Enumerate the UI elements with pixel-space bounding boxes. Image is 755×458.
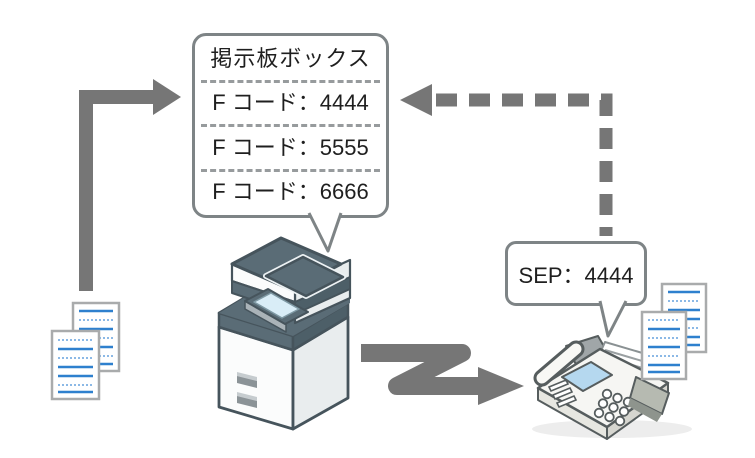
stacked-documents-left-icon xyxy=(50,301,121,401)
copier-touchscreen xyxy=(253,292,300,319)
fcode-entry-2: F コード：5555 xyxy=(201,124,380,169)
fax-function-keys xyxy=(547,378,578,409)
copier-drawer-handles xyxy=(237,372,257,408)
fcode-entry-1: F コード：4444 xyxy=(201,79,380,125)
sep-bubble-tail xyxy=(598,300,628,338)
multifunction-printer-icon xyxy=(217,236,352,431)
fax-handset xyxy=(533,340,585,387)
zigzag-transmit-arrow-icon xyxy=(361,344,524,405)
upload-elbow-arrow-icon xyxy=(79,79,181,291)
sep-bubble: SEP：4444 xyxy=(505,241,647,306)
sep-label: SEP：4444 xyxy=(518,262,634,288)
bulletin-board-bubble: 掲示板ボックス F コード：4444 F コード：5555 F コード：6666 xyxy=(192,33,389,218)
fax-screen xyxy=(561,361,613,392)
fax-machine-icon xyxy=(532,335,692,440)
dashed-return-arrow-icon xyxy=(400,84,613,236)
stacked-documents-right-icon xyxy=(640,282,708,381)
fcode-entry-3: F コード：6666 xyxy=(201,168,380,214)
bulletin-board-title: 掲示板ボックス xyxy=(210,45,371,71)
fax-keypad xyxy=(593,388,634,427)
bulletin-bubble-tail xyxy=(307,212,343,253)
